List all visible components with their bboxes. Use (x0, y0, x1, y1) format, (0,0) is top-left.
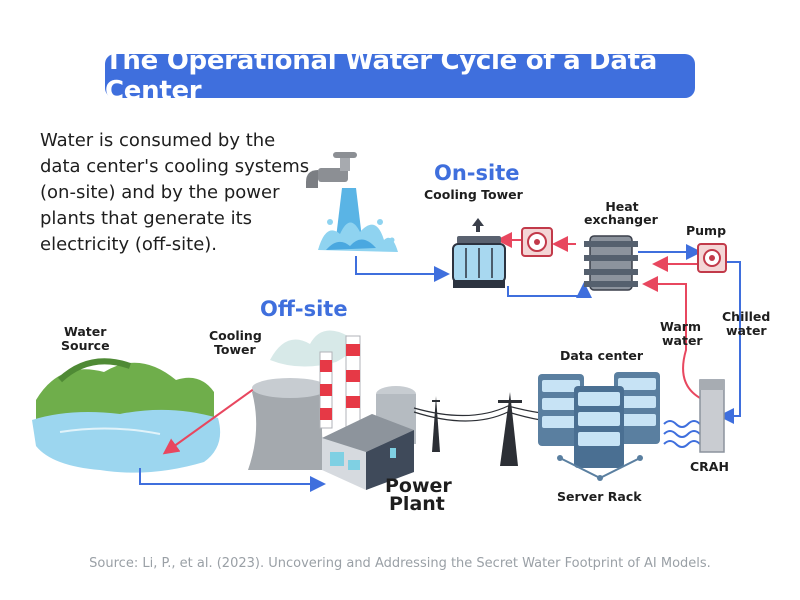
heat-exchanger-label-line2: exchanger (584, 212, 658, 227)
offsite-cooling-tower-label-line2: Tower (214, 342, 256, 357)
source-citation: Source: Li, P., et al. (2023). Uncoverin… (89, 556, 711, 571)
power-plant-label-line1: Power (385, 475, 452, 497)
chilled-water-label-line2: water (726, 323, 767, 338)
offsite-heading: Off-site (260, 297, 348, 321)
power-plant-icon (322, 386, 416, 490)
fan-unit-icon (521, 227, 553, 257)
chimney-icon (319, 335, 361, 429)
flow-lines-onsite (355, 232, 741, 424)
chilled-water-label-line1: Chilled (722, 309, 771, 324)
onsite-cooling-tower-label: Cooling Tower (424, 187, 523, 202)
warm-water-label-line1: Warm (660, 319, 701, 334)
airflow-waves-icon (663, 420, 701, 448)
faucet-icon (306, 152, 357, 188)
intro-text: Water is consumed by the data center's c… (40, 130, 310, 255)
flow-lines-offsite (139, 385, 326, 492)
pump-icon (697, 243, 727, 273)
water-source-label-line1: Water (64, 324, 107, 339)
water-source-label-line2: Source (61, 338, 110, 353)
heat-exchanger-label-line1: Heat (605, 199, 639, 214)
data-center-label: Data center (560, 348, 643, 363)
water-splash-icon (318, 188, 398, 252)
pump-label: Pump (686, 223, 727, 238)
onsite-cooling-tower-icon (452, 218, 506, 288)
crah-label: CRAH (690, 459, 729, 474)
crah-icon (699, 379, 725, 453)
onsite-heading: On-site (434, 161, 520, 185)
heat-exchanger-icon (584, 235, 638, 291)
offsite-cooling-tower-icon (248, 330, 352, 470)
power-plant-label-line2: Plant (389, 493, 445, 515)
water-source-icon (32, 358, 221, 473)
offsite-cooling-tower-label-line1: Cooling (209, 328, 262, 343)
warm-water-label-line2: water (662, 333, 703, 348)
server-rack-icon (538, 372, 660, 481)
server-rack-label: Server Rack (557, 489, 642, 504)
